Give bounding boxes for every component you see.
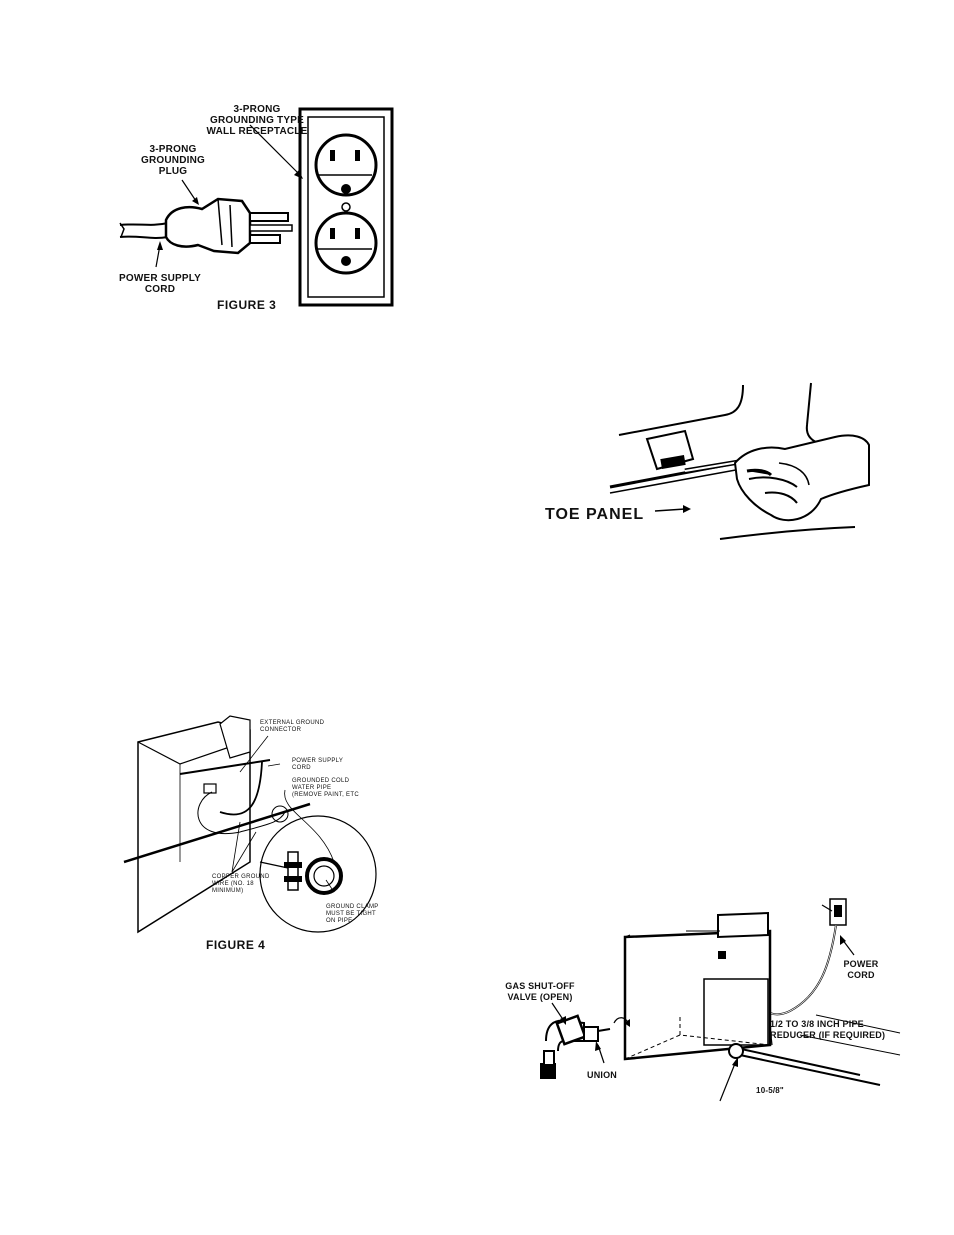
- figure-3-caption: FIGURE 3: [217, 298, 277, 312]
- reducer-label: 1/2 TO 3/8 INCH PIPE REDUCER (IF REQUIRE…: [770, 1019, 886, 1040]
- pipe-label: GROUNDED COLD WATER PIPE (REMOVE PAINT, …: [292, 778, 359, 798]
- union-label: UNION: [587, 1070, 617, 1080]
- receptacle-label: 3-PRONG GROUNDING TYPE WALL RECEPTACLE: [206, 104, 308, 137]
- valve-label: GAS SHUT-OFF VALVE (OPEN): [505, 981, 575, 1002]
- toe-panel-label: TOE PANEL: [545, 506, 645, 523]
- clamp-label: GROUND CLAMP MUST BE TIGHT ON PIPE: [326, 904, 379, 924]
- figure-4-caption: FIGURE 4: [206, 938, 266, 952]
- plug-label: 3-PRONG GROUNDING PLUG: [140, 144, 206, 177]
- figure-4: EXTERNAL GROUND CONNECTOR POWER SUPPLY C…: [120, 712, 390, 957]
- dimension-label: 10-5/8": [756, 1086, 784, 1095]
- cord-label-fig4: POWER SUPPLY CORD: [292, 758, 344, 771]
- figure-3: 3-PRONG GROUNDING TYPE WALL RECEPTACLE 3…: [110, 95, 410, 320]
- gas-connection-figure: POWER CORD GAS SHUT-OFF VALVE (OPEN) 1/2…: [500, 895, 910, 1105]
- cord-label: POWER SUPPLY CORD: [118, 273, 202, 295]
- plug-receptacle-drawing: [119, 107, 394, 307]
- power-cord-label: POWER CORD: [843, 959, 879, 980]
- gas-connection-drawing: [540, 898, 901, 1102]
- toe-panel-figure: TOE PANEL: [535, 375, 875, 545]
- toe-panel-drawing: [609, 382, 870, 540]
- ground-wire-drawing: [123, 715, 377, 934]
- connector-label: EXTERNAL GROUND CONNECTOR: [260, 720, 325, 733]
- wire-label: COPPER GROUND WIRE (NO. 18 MINIMUM): [212, 874, 270, 894]
